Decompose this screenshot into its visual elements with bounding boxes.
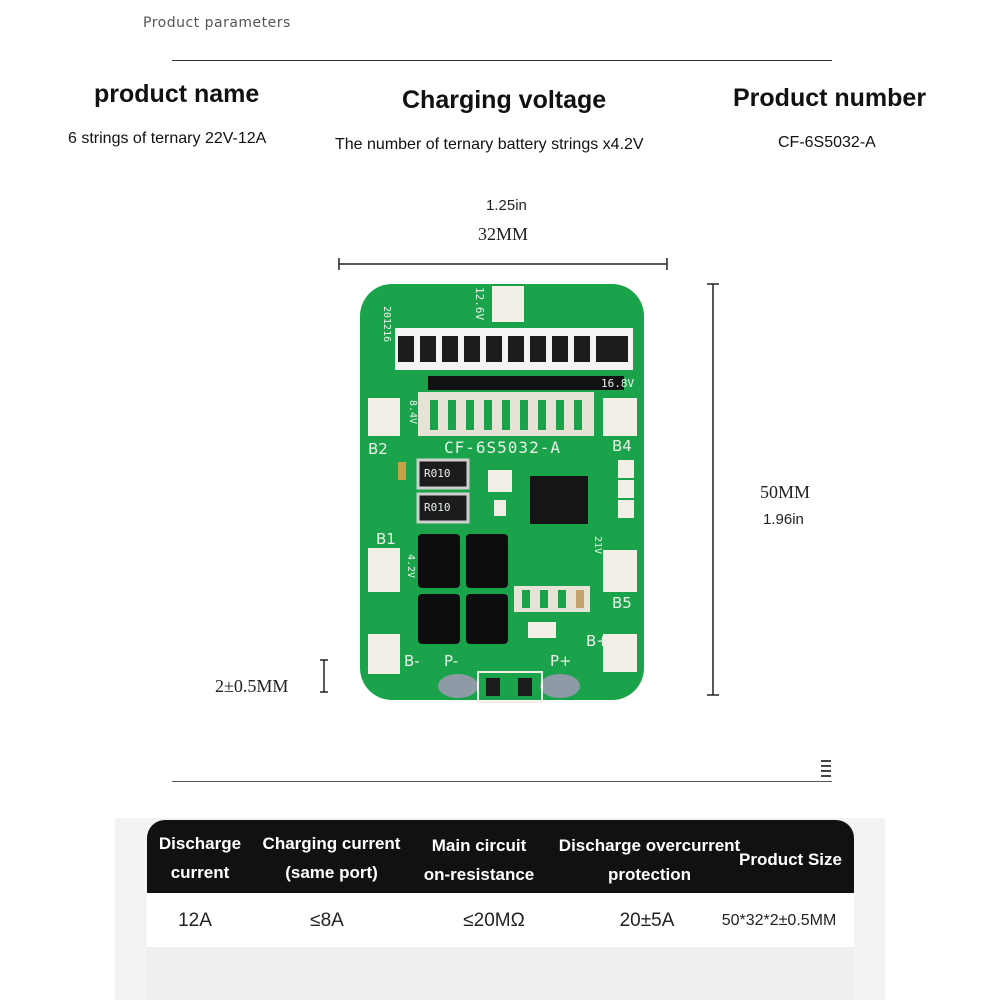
height-dimension-line [707,283,719,696]
bottom-divider [172,781,832,782]
mosfet-3 [418,594,460,644]
pad-label-b-minus: B- [404,652,420,670]
pad-b-minus [368,634,400,674]
ic-strip [428,376,624,390]
capacitor-row [418,392,594,436]
param-label-product-number: Product number [733,84,927,112]
cell-overcurrent-protection: 20±5A [619,910,675,931]
voltage-mark-4v2: 4.2V [405,554,416,579]
sense-resistor-label-2: R010 [424,501,451,514]
cell-on-resistance: ≤20MΩ [463,910,525,931]
pad-b4 [603,398,637,436]
cell-discharge-current: 12A [178,910,212,931]
pad-label-p-minus: P- [444,652,459,670]
pad-p-plus [540,674,580,698]
param-value-product-number: CF-6S5032-A [778,134,876,151]
width-mm: 32MM [478,224,529,244]
board-date-code: 201216 [381,306,392,343]
board-model-label: CF-6S5032-A [444,438,561,457]
mosfet-4 [466,594,508,644]
pad-label-b1: B1 [376,530,396,548]
pad-b1 [368,548,400,592]
width-dimension-line [338,258,668,270]
pad-b3 [492,286,524,322]
mosfet-2 [466,534,508,588]
pad-b5 [603,550,637,592]
param-value-product-name: 6 strings of ternary 22V-12A [68,130,267,147]
section-title: Product parameters [143,15,291,31]
pad-b-plus [603,634,637,672]
voltage-mark-12v6: 12.6V [473,287,486,321]
table-row-empty [147,947,854,1000]
pad-label-b3: B3 [509,287,527,307]
pad-label-b4: B4 [612,437,632,455]
pad-p-minus [438,674,478,698]
mosfet-1 [418,534,460,588]
thickness-dimension: 2±0.5MM [215,676,289,696]
voltage-mark-21v: 21V [592,536,603,555]
header-product-size: Product Size [739,850,842,869]
pad-label-b5: B5 [612,594,632,612]
param-label-product-name: product name [94,80,260,108]
sense-resistor-1 [416,458,470,490]
param-value-charging-voltage: The number of ternary battery strings x4… [335,136,644,153]
param-label-charging-voltage: Charging voltage [402,86,607,114]
protection-ic [530,476,588,524]
sense-resistor-2 [416,492,470,524]
width-inches: 1.25in [486,197,527,214]
sense-resistor-label-1: R010 [424,467,451,480]
table-row: 12A ≤8A ≤20MΩ 20±5A 50*32*2±0.5MM [147,893,854,947]
voltage-mark-8v4: 8.4V [407,400,418,425]
header-charging-current: Charging current(same port) [262,834,401,882]
cell-charging-current: ≤8A [310,910,344,931]
menu-icon [821,760,831,778]
voltage-mark-16v8: 16.8V [601,377,635,390]
pad-label-p-plus: P+ [550,652,572,670]
height-inches: 1.96in [763,511,804,528]
cell-product-size: 50*32*2±0.5MM [721,912,837,929]
top-divider [172,60,832,61]
pad-label-b-plus: B+ [586,632,609,650]
thickness-dimension-line [320,659,328,693]
pad-b2 [368,398,400,436]
pad-label-b2: B2 [368,440,388,458]
height-mm: 50MM [760,482,811,502]
resistor-row [395,328,633,370]
